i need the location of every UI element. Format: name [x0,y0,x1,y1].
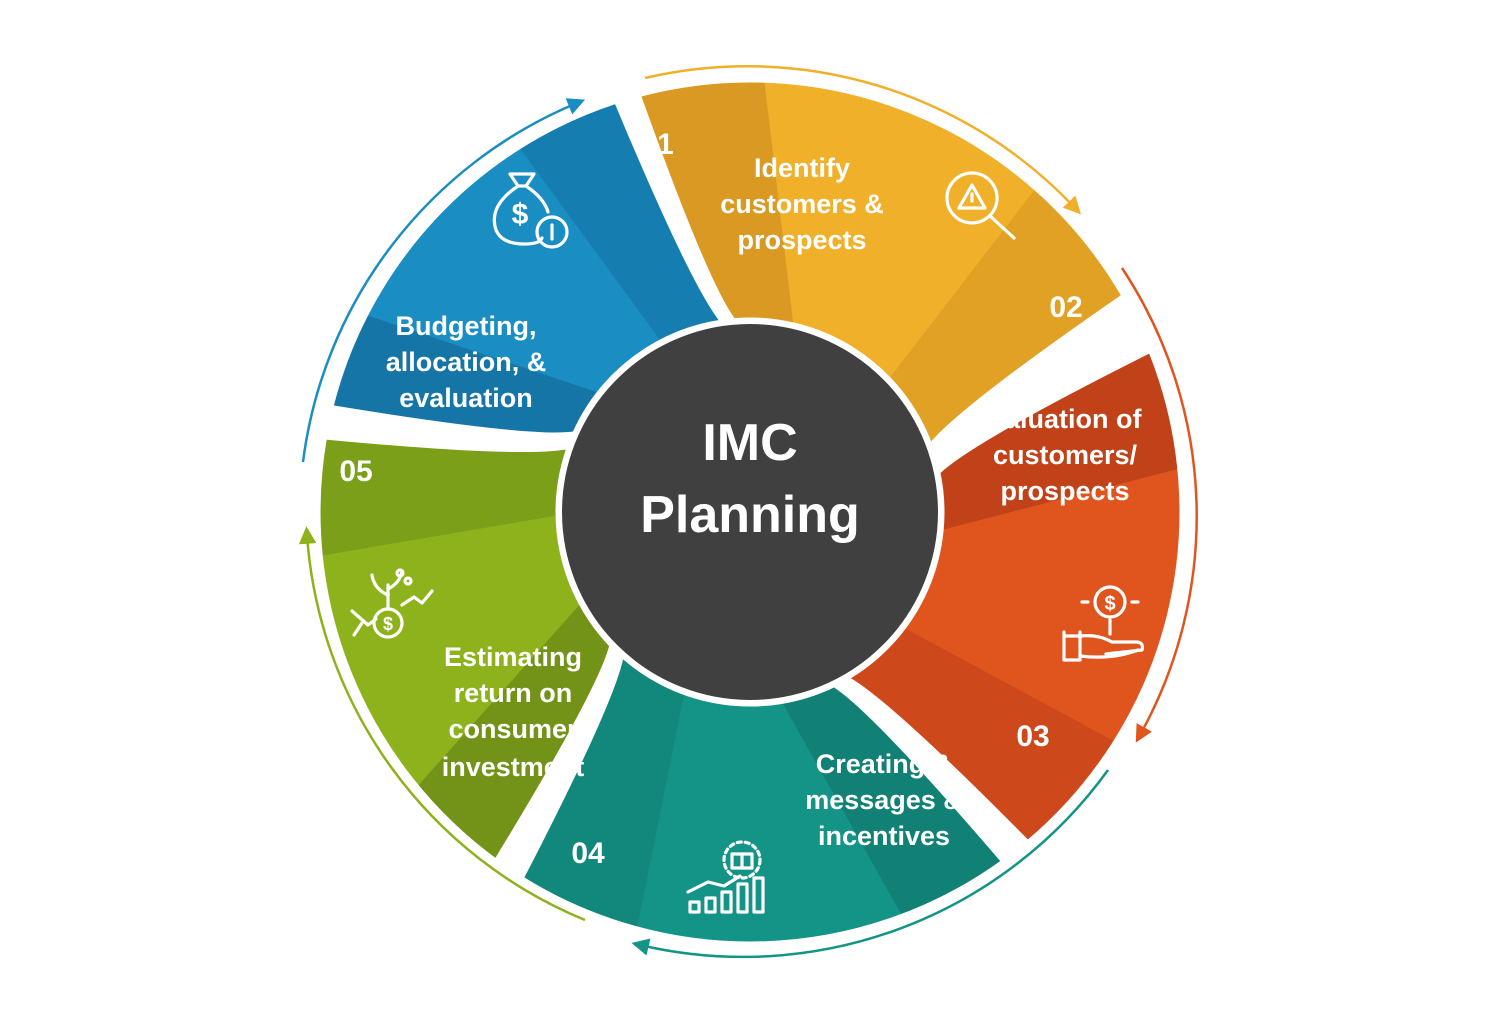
step-4-number: 04 [571,837,605,870]
step-3-title-line-2: messages & [805,785,963,815]
step-2: 02 Valuation of customers/ prospects $ [988,291,1144,662]
step-3-number: 03 [1016,720,1049,753]
step-3: 03 Creating & messages & incentives [686,720,1050,914]
segment-step-1 [634,77,1128,452]
step-4-title-line-1: Estimating [444,642,582,672]
arrow-step-5 [301,98,586,463]
step-3-title-line-3: incentives [818,821,950,851]
step-2-title-line-1: Valuation of [988,404,1142,434]
segment-step-3-shade-1 [771,666,1004,934]
step-2-title-line-2: customers/ [993,440,1138,470]
money-growth-plant-icon: $ [350,568,434,639]
money-plant-hand-icon: $ [1062,585,1144,662]
step-5-title-line-2: allocation, & [386,347,547,377]
cycle-segments [315,77,1185,947]
segment-step-2 [840,346,1185,847]
step-1-title-line-3: prospects [737,225,866,255]
center-title-line-2: Planning [640,486,860,544]
step-3-title-line-1: Creating & [816,749,953,779]
arrow-step-4 [298,526,586,922]
segment-step-4-outline [315,434,615,866]
step-4: 04 Estimating return on consumer investm… [350,568,605,870]
step-5-title-line-3: evaluation [399,383,533,413]
outer-arrows [298,65,1198,959]
segment-step-2-outline [840,346,1185,847]
svg-text:$: $ [383,614,393,634]
center-hub: IMC Planning [556,318,944,706]
segment-step-3-shade-2 [521,654,689,945]
segment-step-3-outline [517,649,1008,947]
segment-step-5 [327,98,729,438]
segment-step-5-shade-2 [507,101,724,359]
warning-magnifier-icon [945,171,1016,240]
step-2-title-line-3: prospects [1000,476,1129,506]
step-5-number: 05 [339,455,372,488]
step-5: 05 Budgeting, allocation, & evaluation $ [339,172,569,488]
arrow-step-2 [1120,267,1198,743]
step-2-number: 02 [1049,291,1082,324]
step-4-title-line-4: investment [442,752,585,782]
step-4-title-line-3: consumer [448,714,578,744]
arrow-step-3 [631,769,1110,959]
arrow-step-1 [644,65,1081,215]
step-1: 01 Identify customers & prospects [640,128,1016,255]
segment-step-4-shade-1 [403,587,612,862]
step-1-title-line-2: customers & [720,189,884,219]
segment-step-4 [315,434,615,866]
center-title-line-1: IMC [702,414,797,472]
step-5-title-line-1: Budgeting, [396,311,537,341]
svg-text:$: $ [512,198,529,231]
segment-step-5-shade-1 [330,308,620,435]
step-1-number: 01 [640,128,673,161]
segment-step-3 [517,649,1008,947]
money-bag-icon: $ [492,172,569,249]
step-1-title-line-1: Identify [754,153,850,183]
segment-step-2-shade-1 [918,350,1182,536]
step-4-title-line-2: return on [454,678,573,708]
segment-step-1-outline [634,77,1128,452]
segment-step-5-outline [327,98,729,438]
svg-text:$: $ [1104,593,1115,615]
gift-growth-chart-icon [686,840,765,914]
center-circle [556,318,944,706]
